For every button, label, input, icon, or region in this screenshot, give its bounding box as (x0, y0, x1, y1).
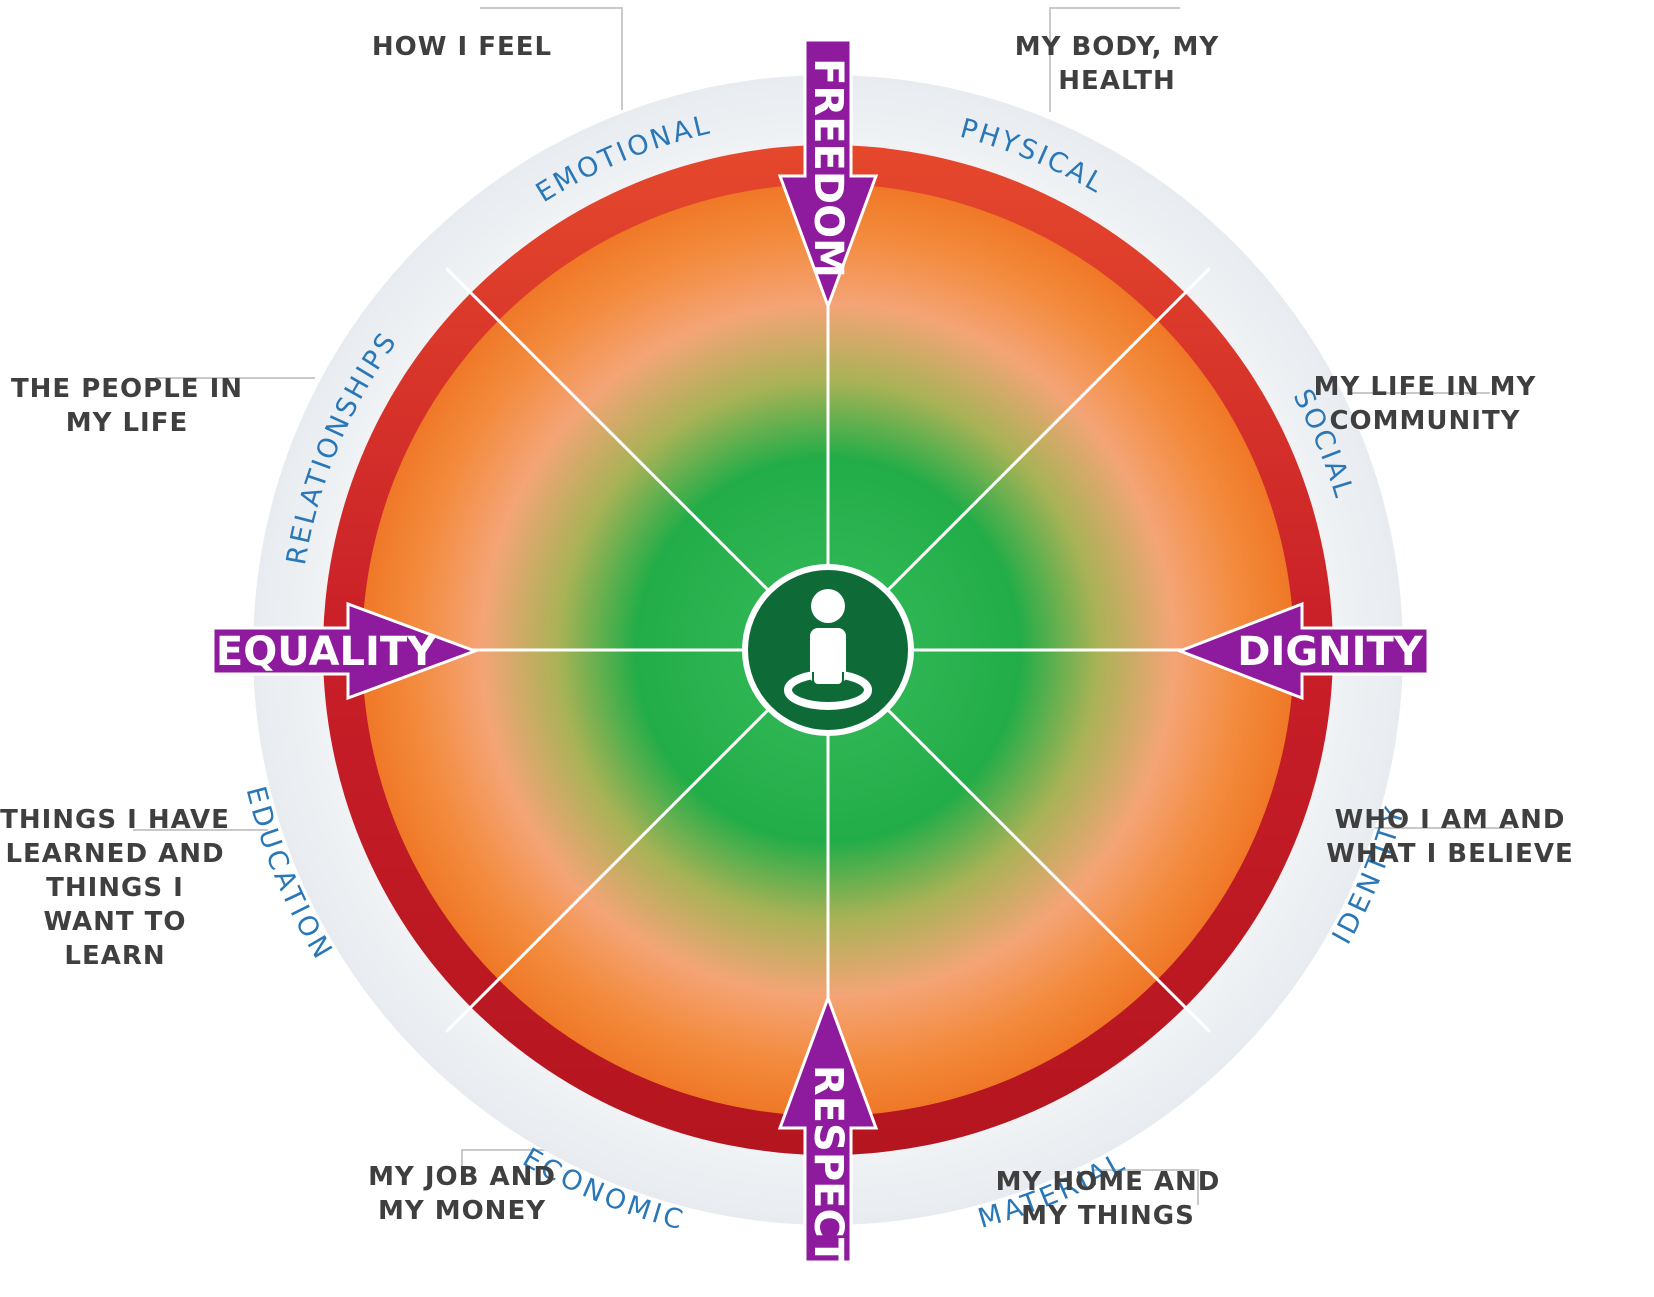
equality-arrow: EQUALITY (211, 601, 480, 701)
leader-lines (133, 7, 1512, 1205)
dignity-arrow: DIGNITY (1175, 601, 1430, 701)
segment-divider (887, 709, 1211, 1033)
leader-line (480, 7, 623, 110)
segment-divider (445, 267, 769, 591)
person-centered-icon (742, 564, 914, 736)
segment-divider (887, 267, 1211, 591)
segment-description-emotional: HOW I FEEL (372, 32, 552, 62)
leader-line (461, 1149, 580, 1178)
respect-label: RESPECT (805, 1065, 851, 1266)
leader-line (1094, 1169, 1199, 1205)
freedom-arrow: FREEDOM (777, 38, 879, 311)
segment-divider (445, 709, 769, 1033)
leader-line (1049, 7, 1180, 112)
freedom-label: FREEDOM (805, 58, 851, 278)
respect-arrow: RESPECT (777, 993, 879, 1266)
equality-label: EQUALITY (216, 629, 437, 675)
dignity-label: DIGNITY (1237, 629, 1424, 675)
